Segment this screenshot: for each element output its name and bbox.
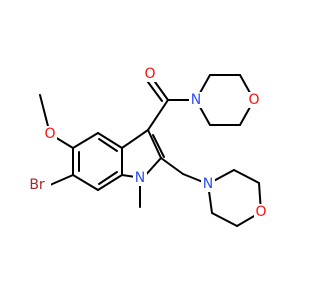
bromine-label: Br (29, 177, 45, 193)
morpholine2-nitrogen-label: N (203, 176, 213, 192)
label-background (23, 177, 51, 193)
label-background (133, 170, 147, 186)
bond (152, 134, 165, 158)
bond (211, 212, 238, 227)
indole-nitrogen-label: N (135, 170, 145, 186)
label-background (143, 66, 157, 82)
molecule-diagram: O N O O Br N N O (23, 66, 268, 227)
label-background (201, 176, 215, 192)
label-background (254, 204, 268, 220)
bond (160, 157, 184, 175)
bond (97, 174, 123, 191)
bond (98, 138, 118, 152)
label-background (247, 92, 261, 108)
bond (147, 129, 162, 159)
label-background (189, 92, 203, 108)
morpholine2-oxygen-label: O (255, 204, 266, 220)
atom-labels: O N O O Br N N O (23, 66, 268, 220)
morpholine1-oxygen-label: O (248, 92, 259, 108)
bond (72, 132, 99, 149)
bond (72, 174, 99, 191)
bond (233, 169, 260, 184)
bonds (39, 74, 262, 227)
methoxy-oxygen-label: O (44, 126, 55, 142)
bond (97, 132, 123, 149)
morpholine1-nitrogen-label: N (191, 92, 201, 108)
label-background (43, 126, 57, 142)
bond (98, 171, 118, 185)
bond (49, 174, 74, 186)
bond (121, 129, 149, 149)
bond (147, 99, 169, 131)
carbonyl-oxygen-label: O (144, 66, 155, 82)
